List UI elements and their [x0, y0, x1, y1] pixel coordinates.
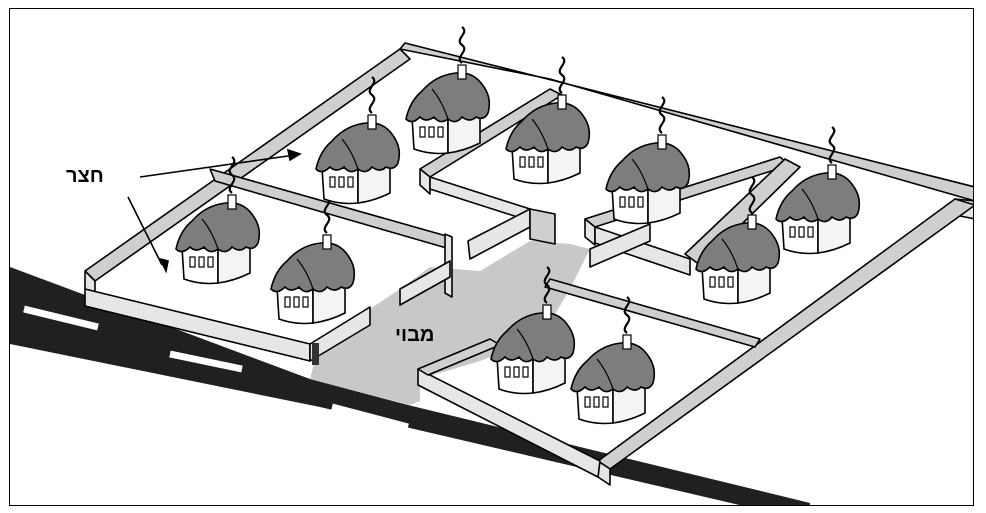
lane-marking	[331, 403, 409, 431]
house-icon	[569, 295, 656, 425]
lane-marking	[23, 305, 99, 331]
diagram-frame: חצר מבוי	[9, 8, 974, 506]
lane-marking	[509, 460, 587, 487]
road-markings	[23, 305, 587, 487]
lane-marking	[169, 350, 243, 373]
alley-area	[310, 241, 590, 405]
gate-post	[312, 343, 319, 365]
courtyard-diagram	[10, 25, 973, 505]
road	[10, 267, 810, 505]
courtyard-walls	[84, 42, 973, 486]
arrow-icon	[127, 196, 163, 266]
courtyard-label: חצר	[66, 165, 104, 187]
arrow-icon	[139, 154, 296, 178]
alley-label: מבוי	[395, 324, 435, 346]
arrows	[127, 148, 302, 274]
